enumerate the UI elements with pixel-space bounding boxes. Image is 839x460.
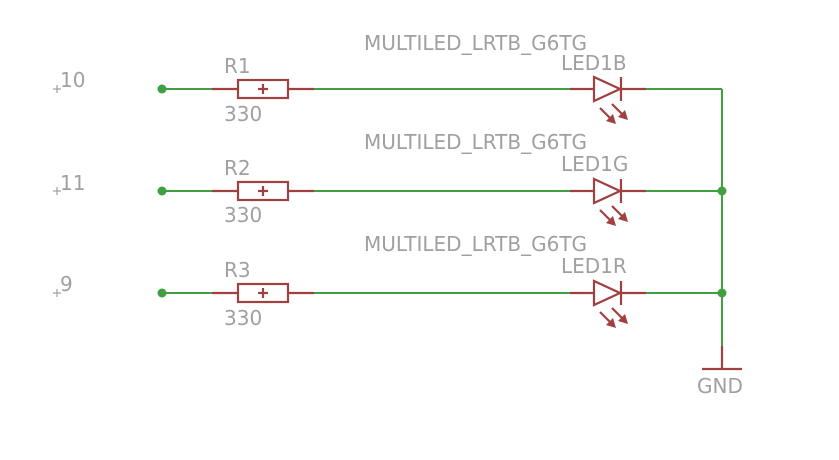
pin-label-2: 11 bbox=[60, 171, 85, 195]
resistor-2[interactable] bbox=[212, 180, 314, 202]
resistor-name-3: R3 bbox=[224, 258, 251, 282]
net-endpoint-3[interactable] bbox=[157, 288, 167, 298]
channel-3: 9 R3 330 MULTILED_LRTB_G6TG LED1R bbox=[53, 232, 727, 330]
net-endpoint-1[interactable] bbox=[157, 84, 167, 94]
led-part-3: MULTILED_LRTB_G6TG bbox=[364, 232, 587, 256]
led-part-1: MULTILED_LRTB_G6TG bbox=[364, 31, 587, 55]
led-2[interactable] bbox=[570, 177, 646, 226]
ground-net: GND bbox=[697, 89, 743, 398]
pin-label-3: 9 bbox=[60, 272, 73, 296]
led-name-2: LED1G bbox=[561, 152, 628, 176]
channel-2: 11 R2 330 MULTILED_LRTB_G6TG LED1G bbox=[53, 130, 727, 227]
channel-1: 10 R1 330 MULTILED_LRTB_G6TG LED1B bbox=[53, 31, 722, 126]
led-name-3: LED1R bbox=[561, 254, 627, 278]
led-1[interactable] bbox=[570, 75, 646, 124]
led-part-2: MULTILED_LRTB_G6TG bbox=[364, 130, 587, 154]
pin-label-1: 10 bbox=[60, 68, 85, 92]
led-3[interactable] bbox=[570, 279, 646, 328]
resistor-value-1: 330 bbox=[224, 102, 262, 126]
resistor-3[interactable] bbox=[212, 282, 314, 304]
resistor-1[interactable] bbox=[212, 78, 314, 100]
resistor-value-2: 330 bbox=[224, 203, 262, 227]
net-endpoint-2[interactable] bbox=[157, 186, 167, 196]
ground-label: GND bbox=[697, 374, 743, 398]
led-name-1: LED1B bbox=[561, 51, 627, 75]
resistor-name-2: R2 bbox=[224, 156, 251, 180]
resistor-value-3: 330 bbox=[224, 306, 262, 330]
resistor-name-1: R1 bbox=[224, 54, 251, 78]
